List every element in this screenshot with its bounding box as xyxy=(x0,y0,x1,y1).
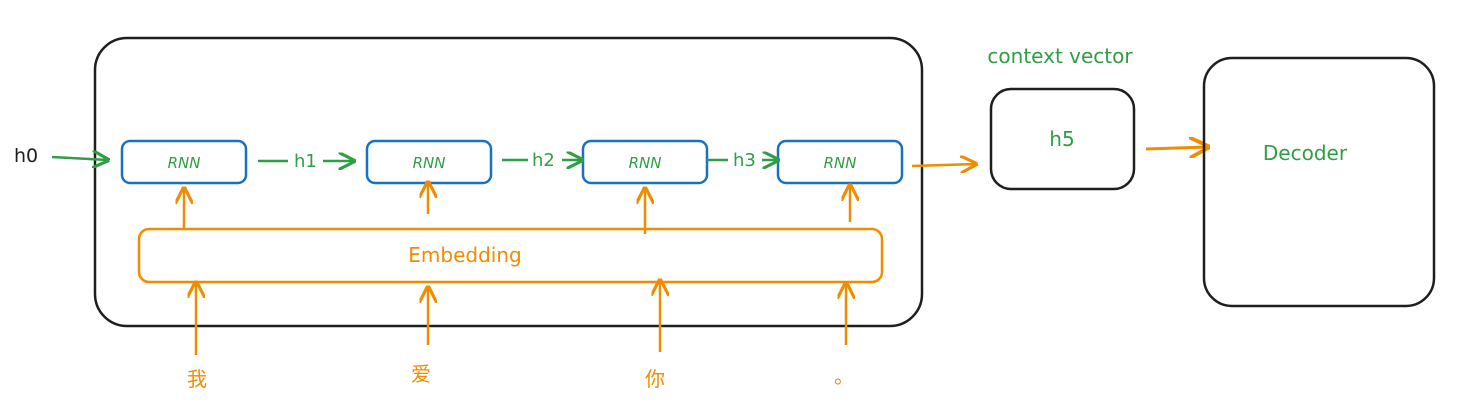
token-label: 我 xyxy=(187,367,207,391)
hidden-state-h3: h3 xyxy=(707,150,778,171)
encoder-container xyxy=(93,36,924,328)
decoder-label: Decoder xyxy=(1263,141,1348,165)
encoder-output-arrow xyxy=(911,164,976,166)
token-label: 。 xyxy=(834,364,854,388)
rnn-cell: RNN xyxy=(776,139,904,185)
context-vector-box xyxy=(989,87,1136,191)
context-to-decoder-arrow xyxy=(1145,147,1208,149)
context-state-label: h5 xyxy=(1049,127,1074,151)
token-label: 爱 xyxy=(411,362,431,386)
h0-arrow xyxy=(51,157,108,160)
rnn-cell-label: RNN xyxy=(824,154,857,172)
rnn-cell-label: RNN xyxy=(413,154,446,172)
hidden-state-label: h3 xyxy=(733,150,756,171)
rnn-cell: RNN xyxy=(365,139,493,185)
h0-label: h0 xyxy=(14,145,38,167)
context-vector-caption: context vector xyxy=(987,44,1133,68)
rnn-cell: RNN xyxy=(120,139,248,185)
hidden-state-label: h2 xyxy=(532,150,555,171)
embedding-label: Embedding xyxy=(408,243,521,267)
hidden-state-label: h1 xyxy=(294,151,317,172)
hidden-state-h1: h1 xyxy=(258,151,354,172)
rnn-cell-label: RNN xyxy=(629,154,662,172)
embedding-box xyxy=(137,227,884,284)
decoder-box xyxy=(1202,56,1436,308)
rnn-cell-label: RNN xyxy=(168,154,201,172)
rnn-cell: RNN xyxy=(581,139,709,185)
hidden-state-h2: h2 xyxy=(502,150,582,171)
token-label: 你 xyxy=(645,367,665,391)
